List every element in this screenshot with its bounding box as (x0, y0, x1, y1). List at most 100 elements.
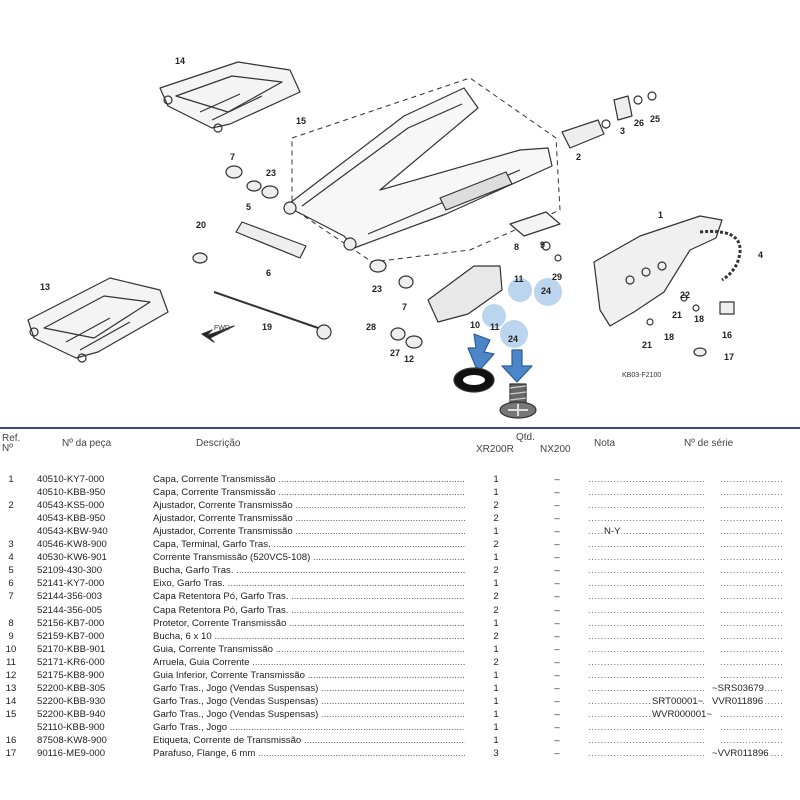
part-number: 52159-KB7-000 (37, 630, 105, 642)
serial-from-dots: .................... (642, 630, 706, 642)
drive-chain-drawing (699, 229, 742, 282)
qty-xr200r: 1 (493, 552, 499, 564)
qty-nx200: – (554, 565, 560, 577)
nota-dots: .................... (588, 578, 652, 590)
header-ref: Ref. Nº (2, 433, 21, 454)
qty-nx200: – (554, 513, 560, 525)
svg-text:6: 6 (266, 268, 271, 278)
section-divider (0, 427, 800, 429)
serial-from-dots: .................... (642, 656, 706, 668)
ref-number: 1 (8, 474, 14, 485)
qty-xr200r: 1 (493, 735, 499, 746)
svg-text:17: 17 (724, 352, 734, 362)
part-description: Capa Retentora Pó, Garfo Tras. (153, 605, 465, 616)
nota-dots: .................... (588, 500, 652, 512)
serial-to-dots: .................... (720, 539, 784, 551)
nota-dots: .................... (588, 617, 652, 629)
qty-nx200: – (554, 604, 560, 616)
svg-text:11: 11 (490, 322, 500, 332)
svg-text:3: 3 (620, 126, 625, 136)
part-number: 52141-KY7-000 (37, 578, 105, 590)
serial-from-dots: .................... (642, 748, 706, 760)
part-number: 52171-KR6-000 (37, 656, 105, 668)
part-description: Etiqueta, Corrente de Transmissão (153, 735, 465, 746)
nota-dots: .................... (588, 695, 652, 707)
svg-text:22: 22 (680, 290, 690, 300)
ref-number: 13 (5, 682, 17, 694)
table-row: 52144-356-005 Capa Retentora Pó, Garfo Tr… (0, 605, 800, 618)
ref-number: 16 (5, 735, 17, 746)
qty-xr200r: 1 (493, 682, 499, 694)
qty-xr200r: 1 (493, 617, 499, 629)
svg-text:2: 2 (576, 152, 581, 162)
nota-dots: .................... (588, 669, 652, 681)
serial-to-dots: .................... (720, 513, 784, 525)
part-number: 40510-KBB-950 (37, 487, 106, 499)
qty-nx200: – (554, 474, 560, 485)
qty-nx200: – (554, 578, 560, 590)
nota-dots: .................... (588, 630, 652, 642)
nota-dots: .................... (588, 604, 652, 616)
main-swingarm-drawing (283, 87, 553, 251)
serial-from-dots: .................... (642, 500, 706, 512)
qty-nx200: – (554, 500, 560, 512)
serial-from: WVR000001~ (652, 708, 712, 720)
screw-photo (499, 383, 537, 419)
qty-xr200r: 2 (493, 604, 499, 616)
nota-dots: .................... (588, 513, 652, 525)
qty-xr200r: 1 (493, 643, 499, 655)
qty-nx200: – (554, 643, 560, 655)
ref-number: 4 (8, 552, 14, 564)
qty-nx200: – (554, 630, 560, 642)
ref-number: 9 (8, 630, 14, 642)
nota-dots: .................... (588, 748, 652, 760)
ref-number: 3 (8, 539, 14, 551)
qty-xr200r: 2 (493, 565, 499, 577)
nota-dots: .................... (588, 591, 652, 603)
qty-xr200r: 2 (493, 630, 499, 642)
serial-to: VVR011896 (712, 695, 764, 707)
svg-text:9: 9 (540, 240, 545, 250)
part-description: Garfo Tras., Jogo (Vendas Suspensas) (153, 709, 465, 720)
qty-nx200: – (554, 617, 560, 629)
part-number: 40543-KBB-950 (37, 513, 106, 525)
serial-to-dots: .................... (720, 526, 784, 538)
serial-from-dots: .................... (642, 552, 706, 564)
svg-text:16: 16 (722, 330, 732, 340)
serial-from: SRT00001~ (652, 695, 704, 707)
svg-text:20: 20 (196, 220, 206, 230)
part-number: 52175-KB8-900 (37, 669, 105, 681)
svg-text:7: 7 (230, 152, 235, 162)
part-number: 52144-356-003 (37, 591, 103, 603)
arrow-to-screw (501, 349, 533, 383)
nota-dots: .................... (588, 656, 652, 668)
serial-to-dots: .................... (720, 617, 784, 629)
header-part-number: Nº da peça (62, 438, 112, 449)
ref-number: 2 (8, 500, 14, 512)
part-number: 52200-KBB-930 (37, 695, 106, 707)
part-number: 52144-356-005 (37, 604, 103, 616)
qty-nx200: – (554, 539, 560, 551)
qty-xr200r: 2 (493, 539, 499, 551)
part-description: Ajustador, Corrente Transmissão (153, 513, 465, 524)
svg-text:10: 10 (470, 320, 480, 330)
swingarm-14-drawing (159, 61, 301, 133)
serial-to: ~SRS03679 (712, 682, 765, 694)
part-description: Capa, Corrente Transmissão (153, 474, 465, 485)
nota-dots: .................... (588, 643, 652, 655)
serial-to-dots: .................... (720, 474, 784, 485)
qty-xr200r: 2 (493, 591, 499, 603)
part-description: Garfo Tras., Jogo (Vendas Suspensas) (153, 696, 465, 707)
qty-nx200: – (554, 669, 560, 681)
svg-text:5: 5 (246, 202, 251, 212)
ref-number: 7 (8, 591, 14, 603)
